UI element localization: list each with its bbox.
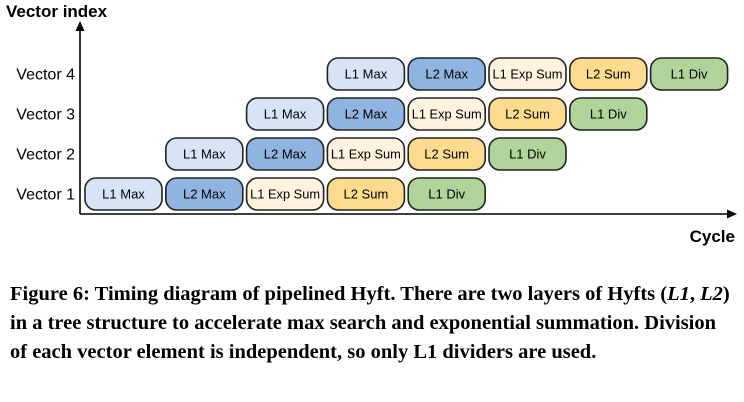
stage-block-l2-sum (488, 97, 567, 131)
stage-block-l1-max (326, 57, 406, 91)
figure-caption: Figure 6: Timing diagram of pipelined Hy… (10, 280, 738, 367)
row-label: Vector 4 (16, 67, 75, 84)
stage-label: L1 Div (671, 67, 708, 82)
row-vector-2: Vector 2 L1 Max L2 Max L1 Exp Sum L2 Sum L1 D… (16, 137, 567, 171)
stage-block-l2-max (165, 177, 244, 211)
stage-block-l1-exp-sum (245, 177, 325, 211)
x-axis-arrowhead (727, 209, 737, 219)
stage-label: L2 Max (183, 187, 226, 202)
stage-label: L1 Exp Sum (412, 107, 482, 122)
row-label: Vector 1 (16, 187, 75, 204)
stage-label: L2 Max (345, 107, 388, 122)
stage-block-l1-div (407, 177, 487, 211)
stage-label: L1 Max (102, 187, 145, 202)
y-axis-arrowhead (75, 21, 85, 31)
stage-block-l1-max (165, 137, 244, 171)
stage-block-l1-div (568, 97, 648, 131)
stage-label: L1 Div (509, 147, 546, 162)
stage-block-l1-max (245, 97, 325, 131)
row-vector-3: Vector 3 L1 Max L2 Max L1 Exp Sum L2 Sum L1 D… (16, 97, 648, 131)
stage-label: L1 Exp Sum (493, 67, 563, 82)
caption-text-part2: ) in a tree structure to accelerate max … (10, 283, 730, 363)
stage-label: L2 Sum (586, 67, 631, 82)
stage-label: L1 Max (264, 107, 307, 122)
caption-math-l2: L2 (700, 283, 723, 305)
stage-block-l2-max (407, 57, 487, 91)
caption-math-l1: L1 (667, 283, 690, 305)
row-label: Vector 3 (16, 107, 75, 124)
row-vector-4: Vector 4 L1 Max L2 Max L1 Exp Sum L2 Sum L1 D… (16, 57, 729, 91)
stage-block-l1-exp-sum (407, 97, 487, 131)
stage-label: L1 Max (345, 67, 388, 82)
stage-block-l2-max (326, 97, 406, 131)
stage-label: L1 Max (183, 147, 226, 162)
row-label: Vector 2 (16, 147, 75, 164)
stage-label: L1 Div (428, 187, 465, 202)
stage-label: L1 Exp Sum (331, 147, 401, 162)
stage-block-l2-sum (568, 57, 648, 91)
stage-label: L2 Sum (505, 107, 550, 122)
stage-label: L1 Exp Sum (250, 187, 320, 202)
x-axis-title: Cycle (690, 227, 735, 246)
stage-label: L2 Max (264, 147, 307, 162)
stage-block-l2-sum (407, 137, 487, 171)
stage-block-l1-exp-sum (326, 137, 406, 171)
stage-block-l2-sum (326, 177, 406, 211)
caption-separator: , (689, 283, 701, 305)
stage-block-l1-div (649, 57, 729, 91)
y-axis-title: Vector index (6, 2, 108, 21)
stage-label: L2 Sum (343, 187, 388, 202)
caption-text-part1: Figure 6: Timing diagram of pipelined Hy… (10, 283, 668, 305)
stage-label: L2 Sum (424, 147, 469, 162)
pipeline-rows: Vector 4 L1 Max L2 Max L1 Exp Sum L2 Sum L1 D… (16, 57, 729, 211)
stage-block-l1-max (84, 177, 163, 211)
stage-block-l1-exp-sum (488, 57, 567, 91)
stage-block-l1-div (488, 137, 567, 171)
row-vector-1: Vector 1 L1 Max L2 Max L1 Exp Sum L2 Sum L1 D… (16, 177, 487, 211)
stage-label: L1 Div (590, 107, 627, 122)
stage-block-l2-max (245, 137, 325, 171)
stage-label: L2 Max (425, 67, 468, 82)
